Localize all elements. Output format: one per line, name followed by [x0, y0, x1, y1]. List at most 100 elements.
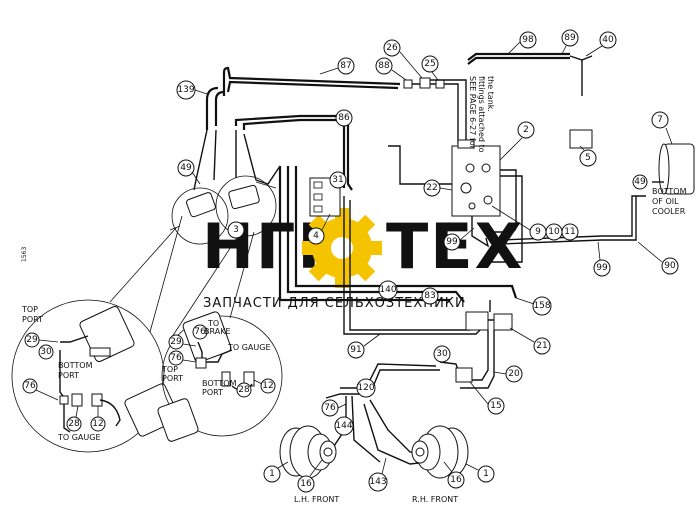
callout-89: 89	[561, 29, 579, 55]
callout-12-right: 12	[253, 378, 276, 394]
svg-text:29: 29	[170, 337, 182, 347]
svg-text:11: 11	[564, 227, 575, 237]
callout-26: 26	[383, 39, 423, 79]
lh-front-brake	[279, 425, 337, 479]
svg-text:COOLER: COOLER	[652, 207, 686, 216]
svg-text:16: 16	[450, 475, 462, 485]
callout-20: 20	[493, 365, 523, 383]
tank-note: SEE PAGE 6-27 for fittings attached to t…	[468, 76, 495, 153]
callout-87: 87	[319, 57, 355, 75]
callout-99-upper: 99	[443, 227, 475, 251]
lh-front-label: L.H. FRONT	[294, 495, 339, 504]
callout-11: 11	[561, 223, 579, 241]
callout-158: 158	[515, 296, 552, 316]
callout-76-lower: 76	[321, 399, 347, 417]
rh-front-brake	[411, 425, 469, 479]
callout-40: 40	[585, 31, 617, 57]
svg-text:15: 15	[490, 401, 501, 411]
svg-text:BOTTOM: BOTTOM	[652, 187, 687, 196]
svg-text:PORT: PORT	[22, 315, 43, 324]
callout-83: 83	[421, 287, 439, 305]
callout-99-lower: 99	[593, 241, 611, 277]
callout-86: 86	[335, 109, 353, 127]
callout-143: 143	[368, 457, 388, 492]
svg-text:76: 76	[324, 403, 336, 413]
callout-1-left: 1	[263, 461, 289, 483]
svg-text:21: 21	[536, 341, 547, 351]
callout-120: 120	[356, 378, 376, 398]
svg-text:28: 28	[68, 419, 80, 429]
svg-text:4: 4	[313, 231, 319, 241]
callout-16-right: 16	[443, 461, 465, 489]
svg-text:29: 29	[26, 335, 38, 345]
callout-7: 7	[651, 111, 673, 145]
svg-text:49: 49	[180, 163, 192, 173]
svg-text:25: 25	[424, 59, 435, 69]
svg-text:TOP: TOP	[21, 305, 38, 314]
callout-28-left: 28	[66, 405, 82, 432]
svg-text:76: 76	[24, 381, 36, 391]
callout-4: 4	[307, 213, 331, 245]
callout-140: 140	[378, 280, 398, 300]
callout-144: 144	[334, 416, 354, 436]
callout-16-left: 16	[297, 459, 323, 493]
svg-text:83: 83	[424, 291, 435, 301]
svg-text:22: 22	[426, 183, 437, 193]
svg-text:5: 5	[585, 153, 591, 163]
callout-139: 139	[176, 80, 208, 100]
svg-text:9: 9	[535, 227, 541, 237]
callout-29-left: 29	[24, 332, 59, 348]
svg-text:16: 16	[300, 479, 312, 489]
svg-text:76: 76	[194, 327, 206, 337]
svg-text:BOTTOM: BOTTOM	[58, 361, 93, 370]
svg-text:PORT: PORT	[162, 374, 183, 383]
svg-text:98: 98	[522, 35, 534, 45]
svg-text:120: 120	[357, 383, 374, 393]
svg-text:139: 139	[177, 85, 194, 95]
right-detail-captions: TO BRAKE TO GAUGE TOP PORT BOTTOM PORT	[161, 319, 271, 397]
svg-text:1: 1	[269, 469, 275, 479]
watermark: НГР ТЕХ ЗАПЧАСТИ ДЛЯ СЕЛЬХОЗТЕХНИКИ	[202, 208, 522, 311]
svg-text:91: 91	[350, 345, 361, 355]
callout-31: 31	[329, 171, 347, 189]
svg-text:40: 40	[602, 35, 614, 45]
svg-text:fittings attached to: fittings attached to	[477, 76, 486, 153]
callout-2: 2	[499, 121, 535, 161]
callout-49-right: 49	[632, 174, 648, 190]
svg-text:PORT: PORT	[202, 388, 223, 397]
svg-text:86: 86	[338, 113, 350, 123]
svg-text:20: 20	[508, 369, 520, 379]
svg-text:SEE PAGE 6-27 for: SEE PAGE 6-27 for	[468, 76, 477, 150]
callout-15: 15	[469, 381, 505, 415]
callout-30: 30	[433, 345, 451, 363]
detail-right	[157, 229, 283, 442]
callout-28-right: 28	[236, 382, 252, 398]
callout-49-left: 49	[177, 159, 201, 185]
svg-text:TO GAUGE: TO GAUGE	[227, 343, 271, 352]
svg-text:90: 90	[664, 261, 676, 271]
svg-text:99: 99	[596, 263, 608, 273]
svg-text:88: 88	[378, 61, 390, 71]
callout-1-right: 1	[465, 463, 495, 483]
svg-text:the tank.: the tank.	[486, 76, 495, 112]
callout-76-left: 76	[22, 378, 59, 401]
callout-29-right: 29	[168, 334, 197, 350]
left-detail-captions: TOP PORT BOTTOM PORT TO GAUGE	[21, 305, 101, 442]
svg-text:28: 28	[238, 385, 250, 395]
svg-text:26: 26	[386, 43, 398, 53]
svg-text:BOTTOM: BOTTOM	[202, 379, 237, 388]
svg-text:TO: TO	[207, 319, 219, 328]
svg-text:12: 12	[92, 419, 103, 429]
cooler-caption: BOTTOM OF OIL COOLER	[652, 187, 687, 216]
callout-88: 88	[375, 57, 407, 81]
svg-text:2: 2	[523, 125, 529, 135]
callout-25: 25	[421, 55, 439, 81]
svg-text:TO GAUGE: TO GAUGE	[57, 433, 101, 442]
callout-90: 90	[637, 241, 679, 275]
svg-text:99: 99	[446, 237, 458, 247]
callout-76-right-b: 76	[168, 350, 197, 366]
callout-98: 98	[507, 31, 537, 55]
callout-22: 22	[423, 179, 453, 197]
svg-text:1: 1	[483, 469, 489, 479]
